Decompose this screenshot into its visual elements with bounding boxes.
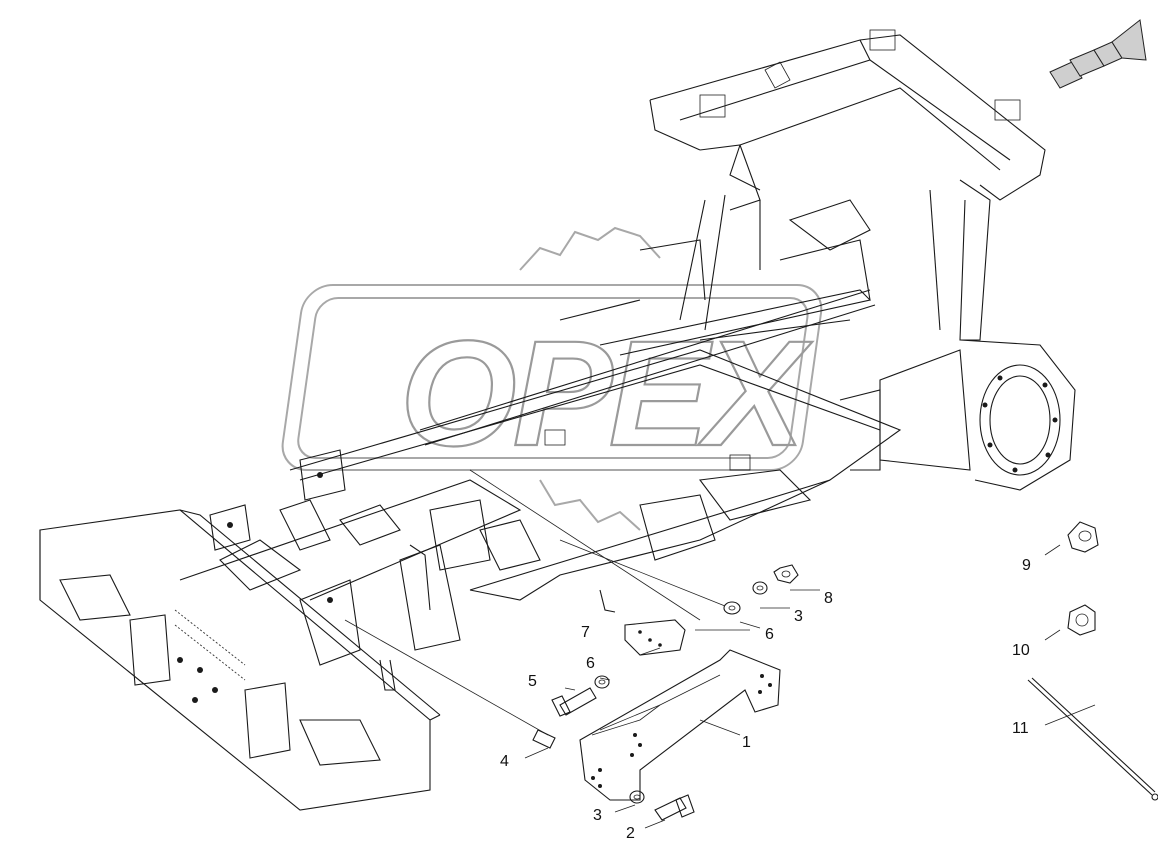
callout-4: 4 xyxy=(500,753,509,770)
callout-6-upper: 6 xyxy=(765,626,774,643)
part-1-bracket xyxy=(579,649,781,801)
part-10-clamp xyxy=(1067,604,1096,636)
callout-9: 9 xyxy=(1022,557,1031,574)
callout-10: 10 xyxy=(1012,642,1030,659)
part-3-washer-lower xyxy=(629,790,645,804)
leader-lines xyxy=(344,469,1096,829)
watermark-logo: OPEX xyxy=(281,226,823,531)
part-9-clamp xyxy=(1067,521,1099,553)
callout-6-lower: 6 xyxy=(586,655,595,672)
part-7-plate xyxy=(624,619,686,656)
part-4-pin xyxy=(532,729,556,749)
callout-7: 7 xyxy=(581,624,590,641)
chassis-frame xyxy=(39,29,1076,811)
callout-1: 1 xyxy=(742,734,751,751)
part-6-washer-lower xyxy=(594,675,610,689)
callout-labels: 1 2 3 3 4 5 6 6 7 8 9 10 11 xyxy=(500,557,1031,842)
front-direction-arrow xyxy=(1049,19,1147,89)
part-11-cable-tie xyxy=(1027,677,1158,801)
wheel-hub xyxy=(839,339,1076,491)
callout-11: 11 xyxy=(1012,720,1029,737)
part-6-washer-upper xyxy=(723,601,741,615)
part-8-nut xyxy=(773,564,799,584)
callout-3-upper: 3 xyxy=(794,608,803,625)
part-5-bolt xyxy=(551,687,597,717)
part-2-bolt xyxy=(654,794,695,821)
part-3-washer-upper xyxy=(752,581,768,595)
callout-2: 2 xyxy=(626,825,635,842)
callout-3-lower: 3 xyxy=(593,807,602,824)
callout-5: 5 xyxy=(528,673,537,690)
callout-8: 8 xyxy=(824,590,833,607)
watermark-text: OPEX xyxy=(400,309,813,477)
